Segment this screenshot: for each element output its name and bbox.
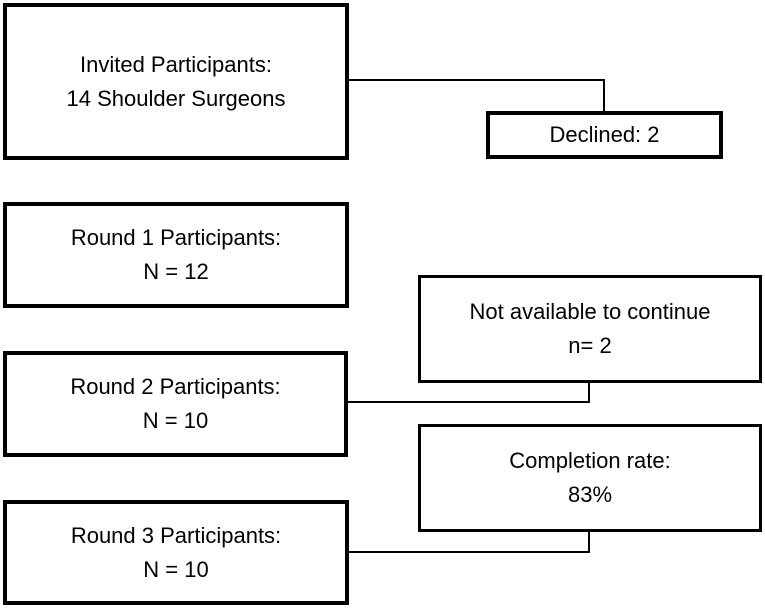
flow-box-round2-participants: Round 2 Participants: N = 10 [3,351,348,457]
invited-line-2: 14 Shoulder Surgeons [66,85,286,111]
connector-round2-notavailable-vertical [588,381,590,403]
connector-invited-declined-horizontal [348,79,605,81]
round1-line-2: N = 12 [143,259,209,284]
flow-box-declined: Declined: 2 [486,111,723,159]
round2-line-2: N = 10 [142,408,209,433]
round3-line-1: Round 3 Participants: [70,522,282,548]
connector-round3-completion-vertical [588,530,590,553]
round1-line-1: Round 1 Participants: [70,225,282,250]
round2-line-1: Round 2 Participants: [70,374,281,399]
flow-box-completion-rate: Completion rate: 83% [418,424,762,532]
connector-round2-notavailable-horizontal [346,401,590,403]
round3-line-2: N = 10 [143,556,209,582]
completion-line-2: 83% [567,482,613,507]
not-available-line-2: n= 2 [568,333,612,358]
completion-line-1: Completion rate: [509,448,671,473]
not-available-line-1: Not available to continue [469,299,711,324]
connector-round3-completion-horizontal [347,551,590,553]
declined-line-1: Declined: 2 [549,122,660,147]
connector-invited-declined-vertical [603,79,605,113]
invited-line-1: Invited Participants: [80,51,272,77]
flow-box-round1-participants: Round 1 Participants: N = 12 [3,202,349,308]
flow-box-round3-participants: Round 3 Participants: N = 10 [3,500,349,605]
flow-box-invited-participants: Invited Participants: 14 Shoulder Surgeo… [3,3,349,160]
flow-box-not-available-to-continue: Not available to continue n= 2 [418,275,762,383]
